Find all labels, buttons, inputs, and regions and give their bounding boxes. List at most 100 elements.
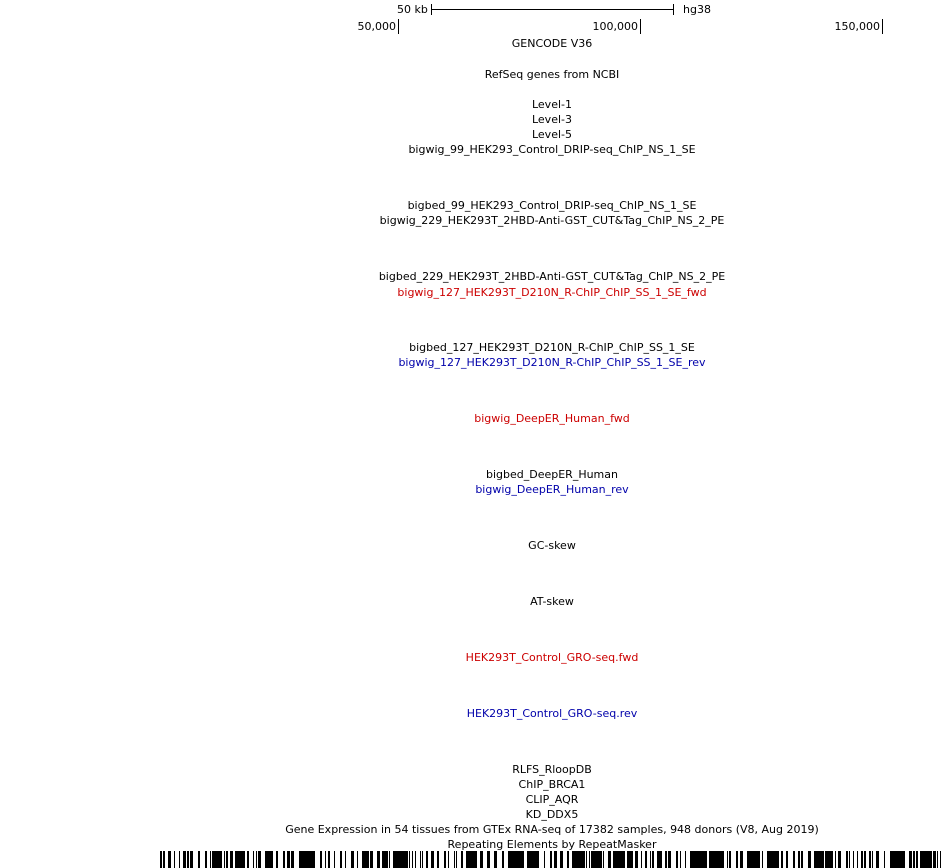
repeat-element	[265, 851, 273, 868]
repeat-element	[328, 851, 330, 868]
repeat-element	[801, 851, 803, 868]
repeat-element	[205, 851, 207, 868]
track-label-bigbed-127[interactable]: bigbed_127_HEK293T_D210N_R-ChIP_ChIP_SS_…	[409, 341, 695, 354]
ruler-coord: 50,000	[357, 20, 397, 33]
repeat-element	[287, 851, 290, 868]
repeat-element	[884, 851, 885, 868]
repeat-element	[325, 851, 326, 868]
repeat-element	[729, 851, 731, 868]
repeat-element	[224, 851, 225, 868]
repeat-element	[163, 851, 165, 868]
scale-bar-right-cap	[673, 4, 674, 15]
track-label-level-3[interactable]: Level-3	[531, 113, 572, 126]
repeat-element	[247, 851, 249, 868]
repeatmasker-track[interactable]	[0, 851, 950, 868]
track-label-clip-aqr[interactable]: CLIP_AQR	[525, 793, 579, 806]
track-label-gro-seq-fwd[interactable]: HEK293T_Control_GRO-seq.fwd	[465, 651, 639, 664]
repeat-element	[652, 851, 654, 868]
scale-bar-label: 50 kb	[397, 3, 428, 16]
repeat-element	[235, 851, 245, 868]
track-label-bigbed-99[interactable]: bigbed_99_HEK293_Control_DRIP-seq_ChIP_N…	[407, 199, 697, 212]
repeat-element	[861, 851, 863, 868]
repeat-element	[448, 851, 449, 868]
repeat-element	[560, 851, 563, 868]
repeat-element	[872, 851, 873, 868]
repeat-element	[940, 851, 941, 868]
repeat-element	[253, 851, 254, 868]
repeat-element	[808, 851, 811, 868]
repeat-element	[377, 851, 380, 868]
repeat-element	[415, 851, 416, 868]
track-label-gencode[interactable]: GENCODE V36	[511, 37, 593, 50]
repeat-element	[781, 851, 783, 868]
repeat-element	[226, 851, 228, 868]
repeat-element	[426, 851, 428, 868]
repeat-element	[187, 851, 189, 868]
repeat-element	[183, 851, 186, 868]
repeat-element	[825, 851, 833, 868]
repeat-element	[393, 851, 408, 868]
track-label-gtex[interactable]: Gene Expression in 54 tissues from GTEx …	[285, 823, 819, 836]
track-label-gc-skew[interactable]: GC-skew	[528, 539, 576, 552]
repeat-element	[494, 851, 497, 868]
repeat-element	[676, 851, 678, 868]
repeat-element	[890, 851, 905, 868]
repeat-element	[650, 851, 651, 868]
repeat-element	[190, 851, 193, 868]
repeat-element	[357, 851, 358, 868]
repeat-element	[680, 851, 681, 868]
repeat-element	[409, 851, 410, 868]
repeat-element	[933, 851, 936, 868]
repeat-element	[864, 851, 866, 868]
repeat-element	[299, 851, 315, 868]
repeat-element	[767, 851, 779, 868]
repeat-element	[937, 851, 938, 868]
track-label-at-skew[interactable]: AT-skew	[530, 595, 574, 608]
repeat-element	[212, 851, 222, 868]
track-label-kd-ddx5[interactable]: KD_DDX5	[525, 808, 579, 821]
track-label-bigwig-127-rev[interactable]: bigwig_127_HEK293T_D210N_R-ChIP_ChIP_SS_…	[398, 356, 706, 369]
repeat-element	[480, 851, 483, 868]
repeat-element	[420, 851, 421, 868]
track-label-deeper-rev[interactable]: bigwig_DeepER_Human_rev	[475, 483, 629, 496]
repeat-element	[668, 851, 671, 868]
ruler-tick	[882, 19, 883, 34]
track-label-bigwig-127-fwd[interactable]: bigwig_127_HEK293T_D210N_R-ChIP_ChIP_SS_…	[397, 286, 707, 299]
track-label-level-1[interactable]: Level-1	[531, 98, 572, 111]
repeat-element	[740, 851, 743, 868]
repeat-element	[389, 851, 390, 868]
track-label-chip-brca1[interactable]: ChIP_BRCA1	[518, 778, 586, 791]
repeat-element	[362, 851, 369, 868]
track-label-rlfs[interactable]: RLFS_RloopDB	[512, 763, 592, 776]
repeat-element	[454, 851, 455, 868]
repeat-element	[544, 851, 545, 868]
track-label-gro-seq-rev[interactable]: HEK293T_Control_GRO-seq.rev	[466, 707, 638, 720]
track-label-repeatmasker[interactable]: Repeating Elements by RepeatMasker	[447, 838, 657, 851]
repeat-element	[340, 851, 342, 868]
repeat-element	[572, 851, 585, 868]
repeat-element	[838, 851, 841, 868]
repeat-element	[382, 851, 388, 868]
repeat-element	[627, 851, 633, 868]
repeat-element	[487, 851, 490, 868]
ruler-tick	[640, 19, 641, 34]
track-label-bigwig-229[interactable]: bigwig_229_HEK293T_2HBD-Anti-GST_CUT&Tag…	[379, 214, 725, 227]
repeat-element	[685, 851, 686, 868]
track-label-level-5[interactable]: Level-5	[531, 128, 572, 141]
track-label-bigwig-99[interactable]: bigwig_99_HEK293_Control_DRIP-seq_ChIP_N…	[408, 143, 696, 156]
repeat-element	[334, 851, 335, 868]
repeat-element	[174, 851, 175, 868]
repeat-element	[835, 851, 836, 868]
repeat-element	[786, 851, 788, 868]
ruler-coord: 150,000	[834, 20, 881, 33]
track-label-bigbed-229[interactable]: bigbed_229_HEK293T_2HBD-Anti-GST_CUT&Tag…	[378, 270, 726, 283]
track-label-refseq[interactable]: RefSeq genes from NCBI	[484, 68, 620, 81]
repeat-element	[913, 851, 915, 868]
repeat-element	[508, 851, 524, 868]
repeat-element	[412, 851, 413, 868]
track-label-deeper-fwd[interactable]: bigwig_DeepER_Human_fwd	[474, 412, 630, 425]
repeat-element	[876, 851, 879, 868]
repeat-element	[793, 851, 795, 868]
repeat-element	[814, 851, 824, 868]
track-label-deeper-bed[interactable]: bigbed_DeepER_Human	[485, 468, 618, 481]
